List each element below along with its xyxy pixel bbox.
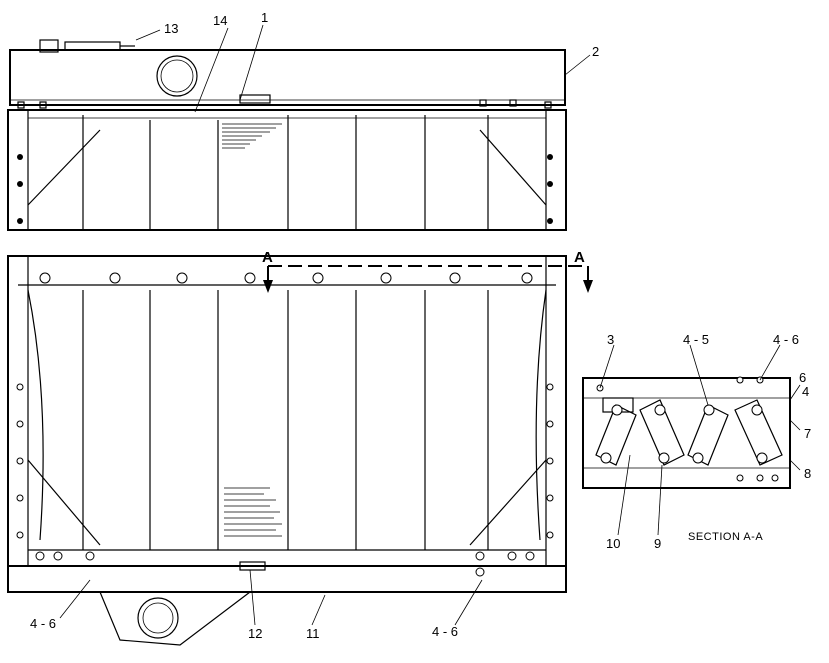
callout-2: 2	[592, 44, 599, 59]
callout-7: 7	[804, 426, 811, 441]
callout-10: 10	[606, 536, 620, 551]
top-view	[7, 39, 567, 231]
section-marker-right: A	[574, 249, 585, 266]
callout-13: 13	[164, 21, 178, 36]
callout-4-6-right: 4 - 6	[432, 624, 458, 639]
section-marker-left: A	[262, 249, 273, 266]
callouts: 13 14 1 2 3 4 - 5 4 - 6 6 4 7 8 10 9 4 -…	[30, 10, 811, 641]
callout-4-5: 4 - 5	[683, 332, 709, 347]
section-tube-4	[734, 399, 783, 466]
section-caption: SECTION A-A	[688, 531, 763, 543]
callout-11: 11	[306, 626, 320, 641]
callout-14: 14	[213, 13, 227, 28]
leader-lines	[59, 24, 801, 626]
callout-9: 9	[654, 536, 661, 551]
callout-4-side: 4	[802, 384, 809, 399]
callout-4-6-top: 4 - 6	[773, 332, 799, 347]
section-cut-line: A A	[262, 249, 593, 293]
section-tube-3	[687, 404, 729, 466]
main-view	[7, 255, 567, 646]
section-tube-1	[595, 404, 637, 466]
callout-6: 6	[799, 370, 806, 385]
side-holes	[16, 383, 554, 539]
section-a-a-view: SECTION A-A	[582, 376, 791, 543]
callout-8: 8	[804, 466, 811, 481]
callout-12: 12	[248, 626, 262, 641]
callout-4-6-left: 4 - 6	[30, 616, 56, 631]
top-rail-bolts	[39, 272, 533, 284]
section-tube-2	[639, 399, 685, 466]
callout-3: 3	[607, 332, 614, 347]
callout-1: 1	[261, 10, 268, 25]
